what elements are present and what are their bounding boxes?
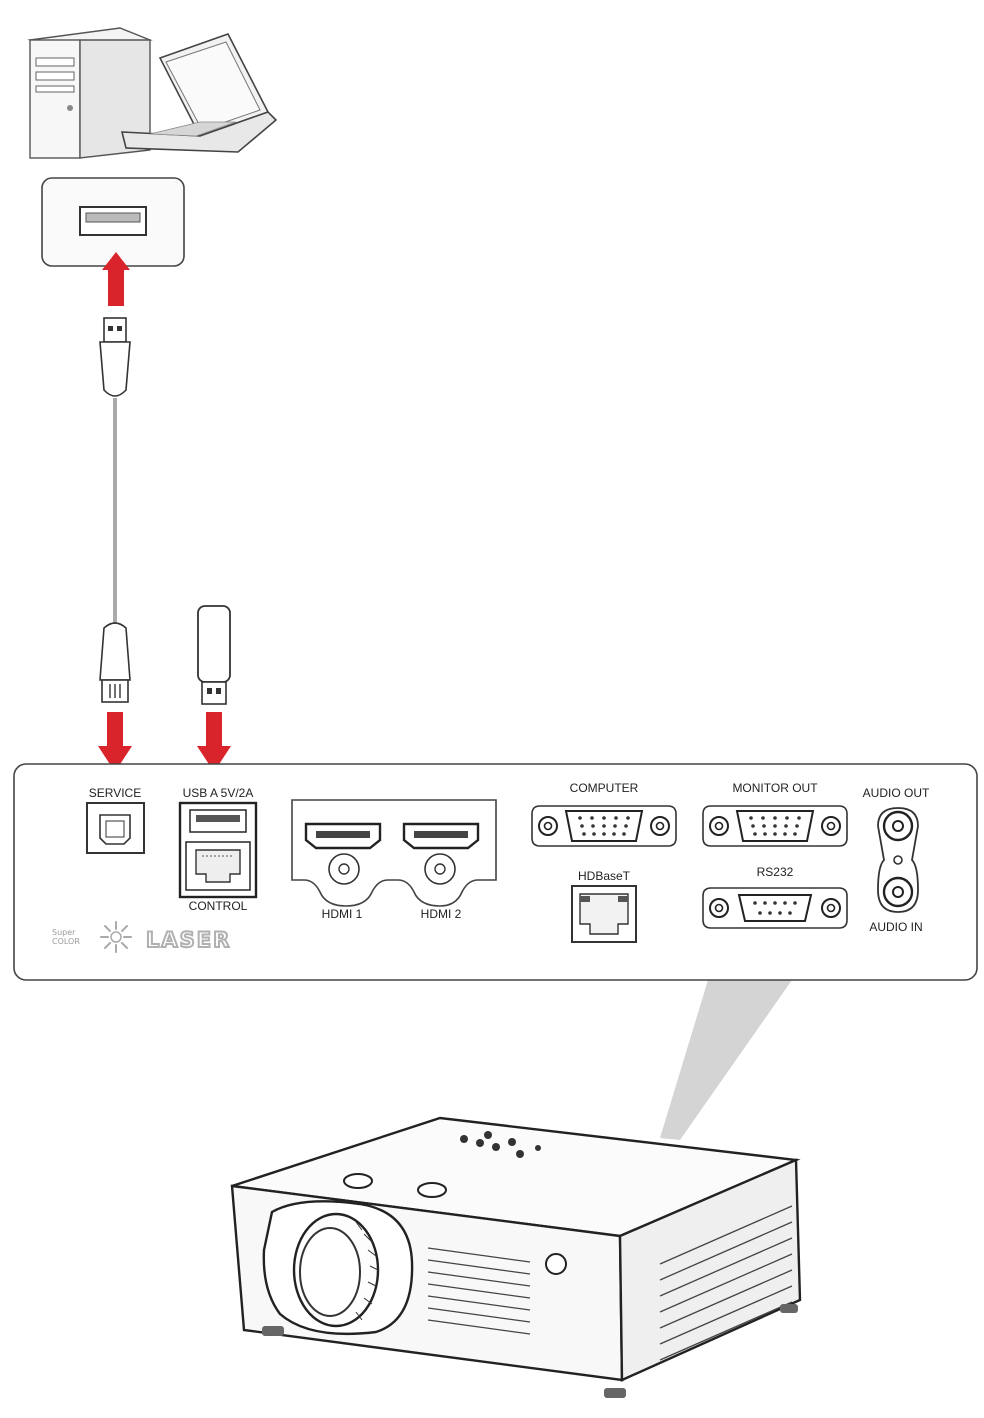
hdbaset-port bbox=[571, 885, 637, 943]
monitor-out-vga-port bbox=[702, 805, 848, 847]
label-usb-a: USB A 5V/2A bbox=[183, 786, 254, 800]
service-port bbox=[86, 802, 145, 854]
label-audio-in: AUDIO IN bbox=[869, 920, 922, 934]
arrow-down-usb-icon bbox=[197, 712, 231, 772]
arrow-up-icon bbox=[102, 252, 130, 306]
label-rs232: RS232 bbox=[757, 865, 794, 879]
label-audio-out: AUDIO OUT bbox=[863, 786, 930, 800]
super-color-logo: Super COLOR bbox=[52, 921, 132, 953]
hdmi-2-port bbox=[402, 822, 480, 885]
laptop-icon bbox=[120, 33, 278, 153]
control-port bbox=[185, 841, 251, 891]
usb-port-icon bbox=[79, 206, 147, 236]
usb-flash-drive-icon bbox=[197, 605, 231, 705]
arrow-down-service-icon bbox=[98, 712, 132, 772]
logo-color-text: COLOR bbox=[52, 937, 80, 946]
hdmi-1-port bbox=[304, 822, 382, 885]
color-burst-icon bbox=[100, 921, 132, 953]
rear-panel: SERVICE USB A 5V/2A CONTROL bbox=[13, 763, 978, 981]
label-monitor-out: MONITOR OUT bbox=[732, 781, 818, 795]
label-hdbaset: HDBaseT bbox=[578, 869, 631, 883]
computer-vga-port bbox=[531, 805, 677, 847]
usb-port-callout bbox=[41, 177, 185, 267]
laser-logo: LASER bbox=[146, 928, 231, 952]
label-computer: COMPUTER bbox=[570, 781, 639, 795]
usb-cable-icon bbox=[99, 317, 131, 703]
logo-super-text: Super bbox=[52, 928, 76, 937]
label-hdmi-1: HDMI 1 bbox=[322, 907, 363, 921]
projector-lens bbox=[262, 1200, 414, 1336]
rs232-port bbox=[702, 887, 848, 929]
desktop-computer-icon bbox=[27, 27, 153, 159]
computer-illustration bbox=[27, 27, 278, 159]
projector-icon bbox=[230, 1116, 802, 1398]
label-control: CONTROL bbox=[189, 899, 248, 913]
projector-top-controls bbox=[343, 1131, 541, 1198]
audio-jacks bbox=[877, 807, 919, 913]
projection-beam bbox=[660, 980, 792, 1140]
label-hdmi-2: HDMI 2 bbox=[421, 907, 462, 921]
label-service: SERVICE bbox=[89, 786, 141, 800]
